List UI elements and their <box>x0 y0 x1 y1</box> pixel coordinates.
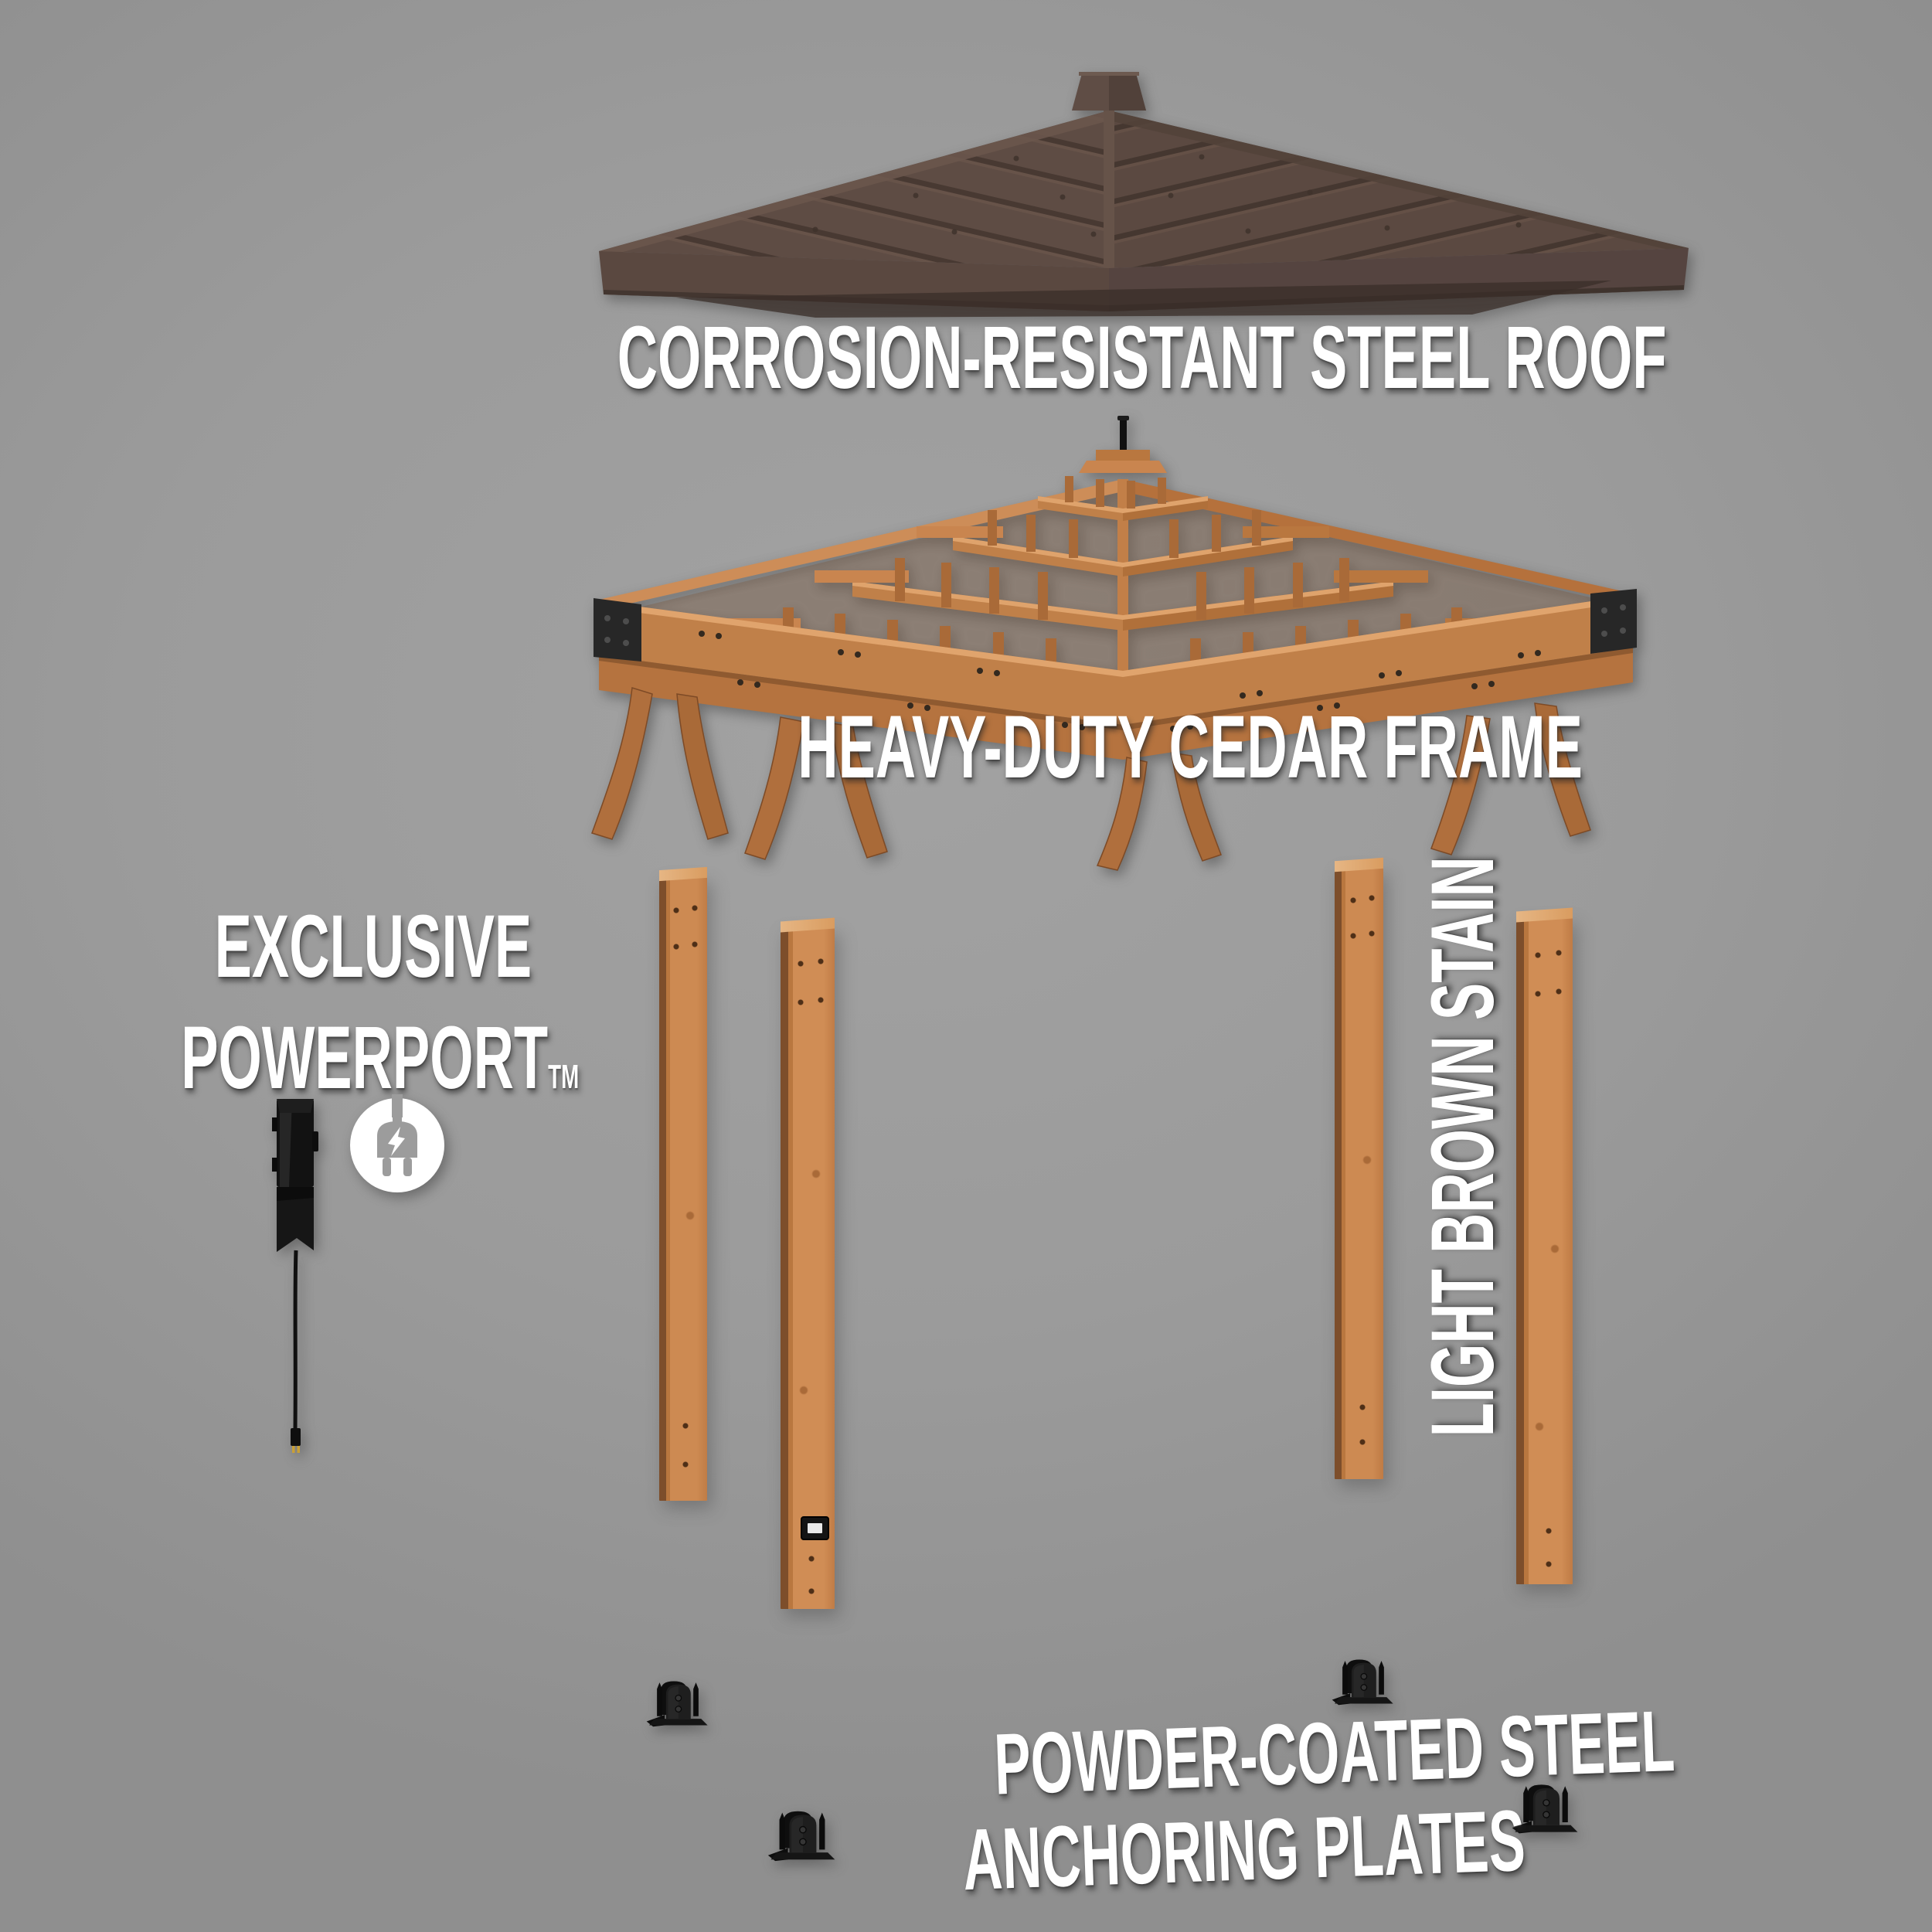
frame-label-text: HEAVY-DUTY CEDAR FRAME <box>798 698 1583 797</box>
post-top-face <box>1335 857 1383 872</box>
corner-bracket-icon <box>594 598 641 662</box>
roof-screws <box>812 154 1522 237</box>
power-plug-lightning-icon <box>350 1094 444 1192</box>
curved-braces <box>591 687 1591 871</box>
post-anchor-plate-icon <box>646 1681 708 1727</box>
roof-label-text: CORROSION-RESISTANT STEEL ROOF <box>617 308 1667 407</box>
powerport-label-line1-text: EXCLUSIVE <box>214 897 532 996</box>
wood-post-4 <box>1516 907 1573 1584</box>
post-top-face <box>781 917 835 933</box>
corner-bracket-icon <box>1590 589 1637 654</box>
anchor-plates-label: POWDER-COATED STEEL ANCHORING PLATES <box>793 1692 1676 1913</box>
powerport-outlet-icon <box>801 1516 829 1540</box>
powerport-label-line1: EXCLUSIVE <box>64 897 682 996</box>
frame-label: HEAVY-DUTY CEDAR FRAME <box>495 698 1886 797</box>
anchor-label-line1: POWDER-COATED STEEL <box>992 1692 1676 1813</box>
stain-label-text: LIGHT BROWN STAIN <box>1413 856 1512 1437</box>
post-anchor-plate-icon <box>767 1811 835 1862</box>
wood-post-3 <box>1335 857 1383 1479</box>
powerport-label-line2-text: POWERPORTTM <box>181 1009 580 1107</box>
post-top-face <box>659 866 707 882</box>
cedar-frame-graphic <box>591 416 1637 871</box>
cedar-frame <box>591 416 1637 871</box>
steel-roof-graphic <box>599 72 1689 318</box>
trademark-symbol: TM <box>548 1058 580 1096</box>
powerport-strip-with-cord-icon <box>272 1099 318 1453</box>
anchor-label-line2: ANCHORING PLATES <box>961 1791 1527 1909</box>
roof-label: CORROSION-RESISTANT STEEL ROOF <box>309 308 1932 407</box>
post-top-face <box>1516 907 1573 923</box>
wood-post-2 <box>781 917 835 1609</box>
wood-post-1 <box>659 866 707 1501</box>
lightning-bolt-icon <box>388 1127 405 1156</box>
post-anchor-plate-icon <box>1332 1659 1393 1706</box>
outlet-plate <box>808 1522 822 1534</box>
post-anchor-plate-icon <box>1512 1784 1578 1834</box>
powerport-label-line2: POWERPORTTM <box>64 1012 682 1105</box>
stain-label: LIGHT BROWN STAIN <box>1413 856 1518 1607</box>
